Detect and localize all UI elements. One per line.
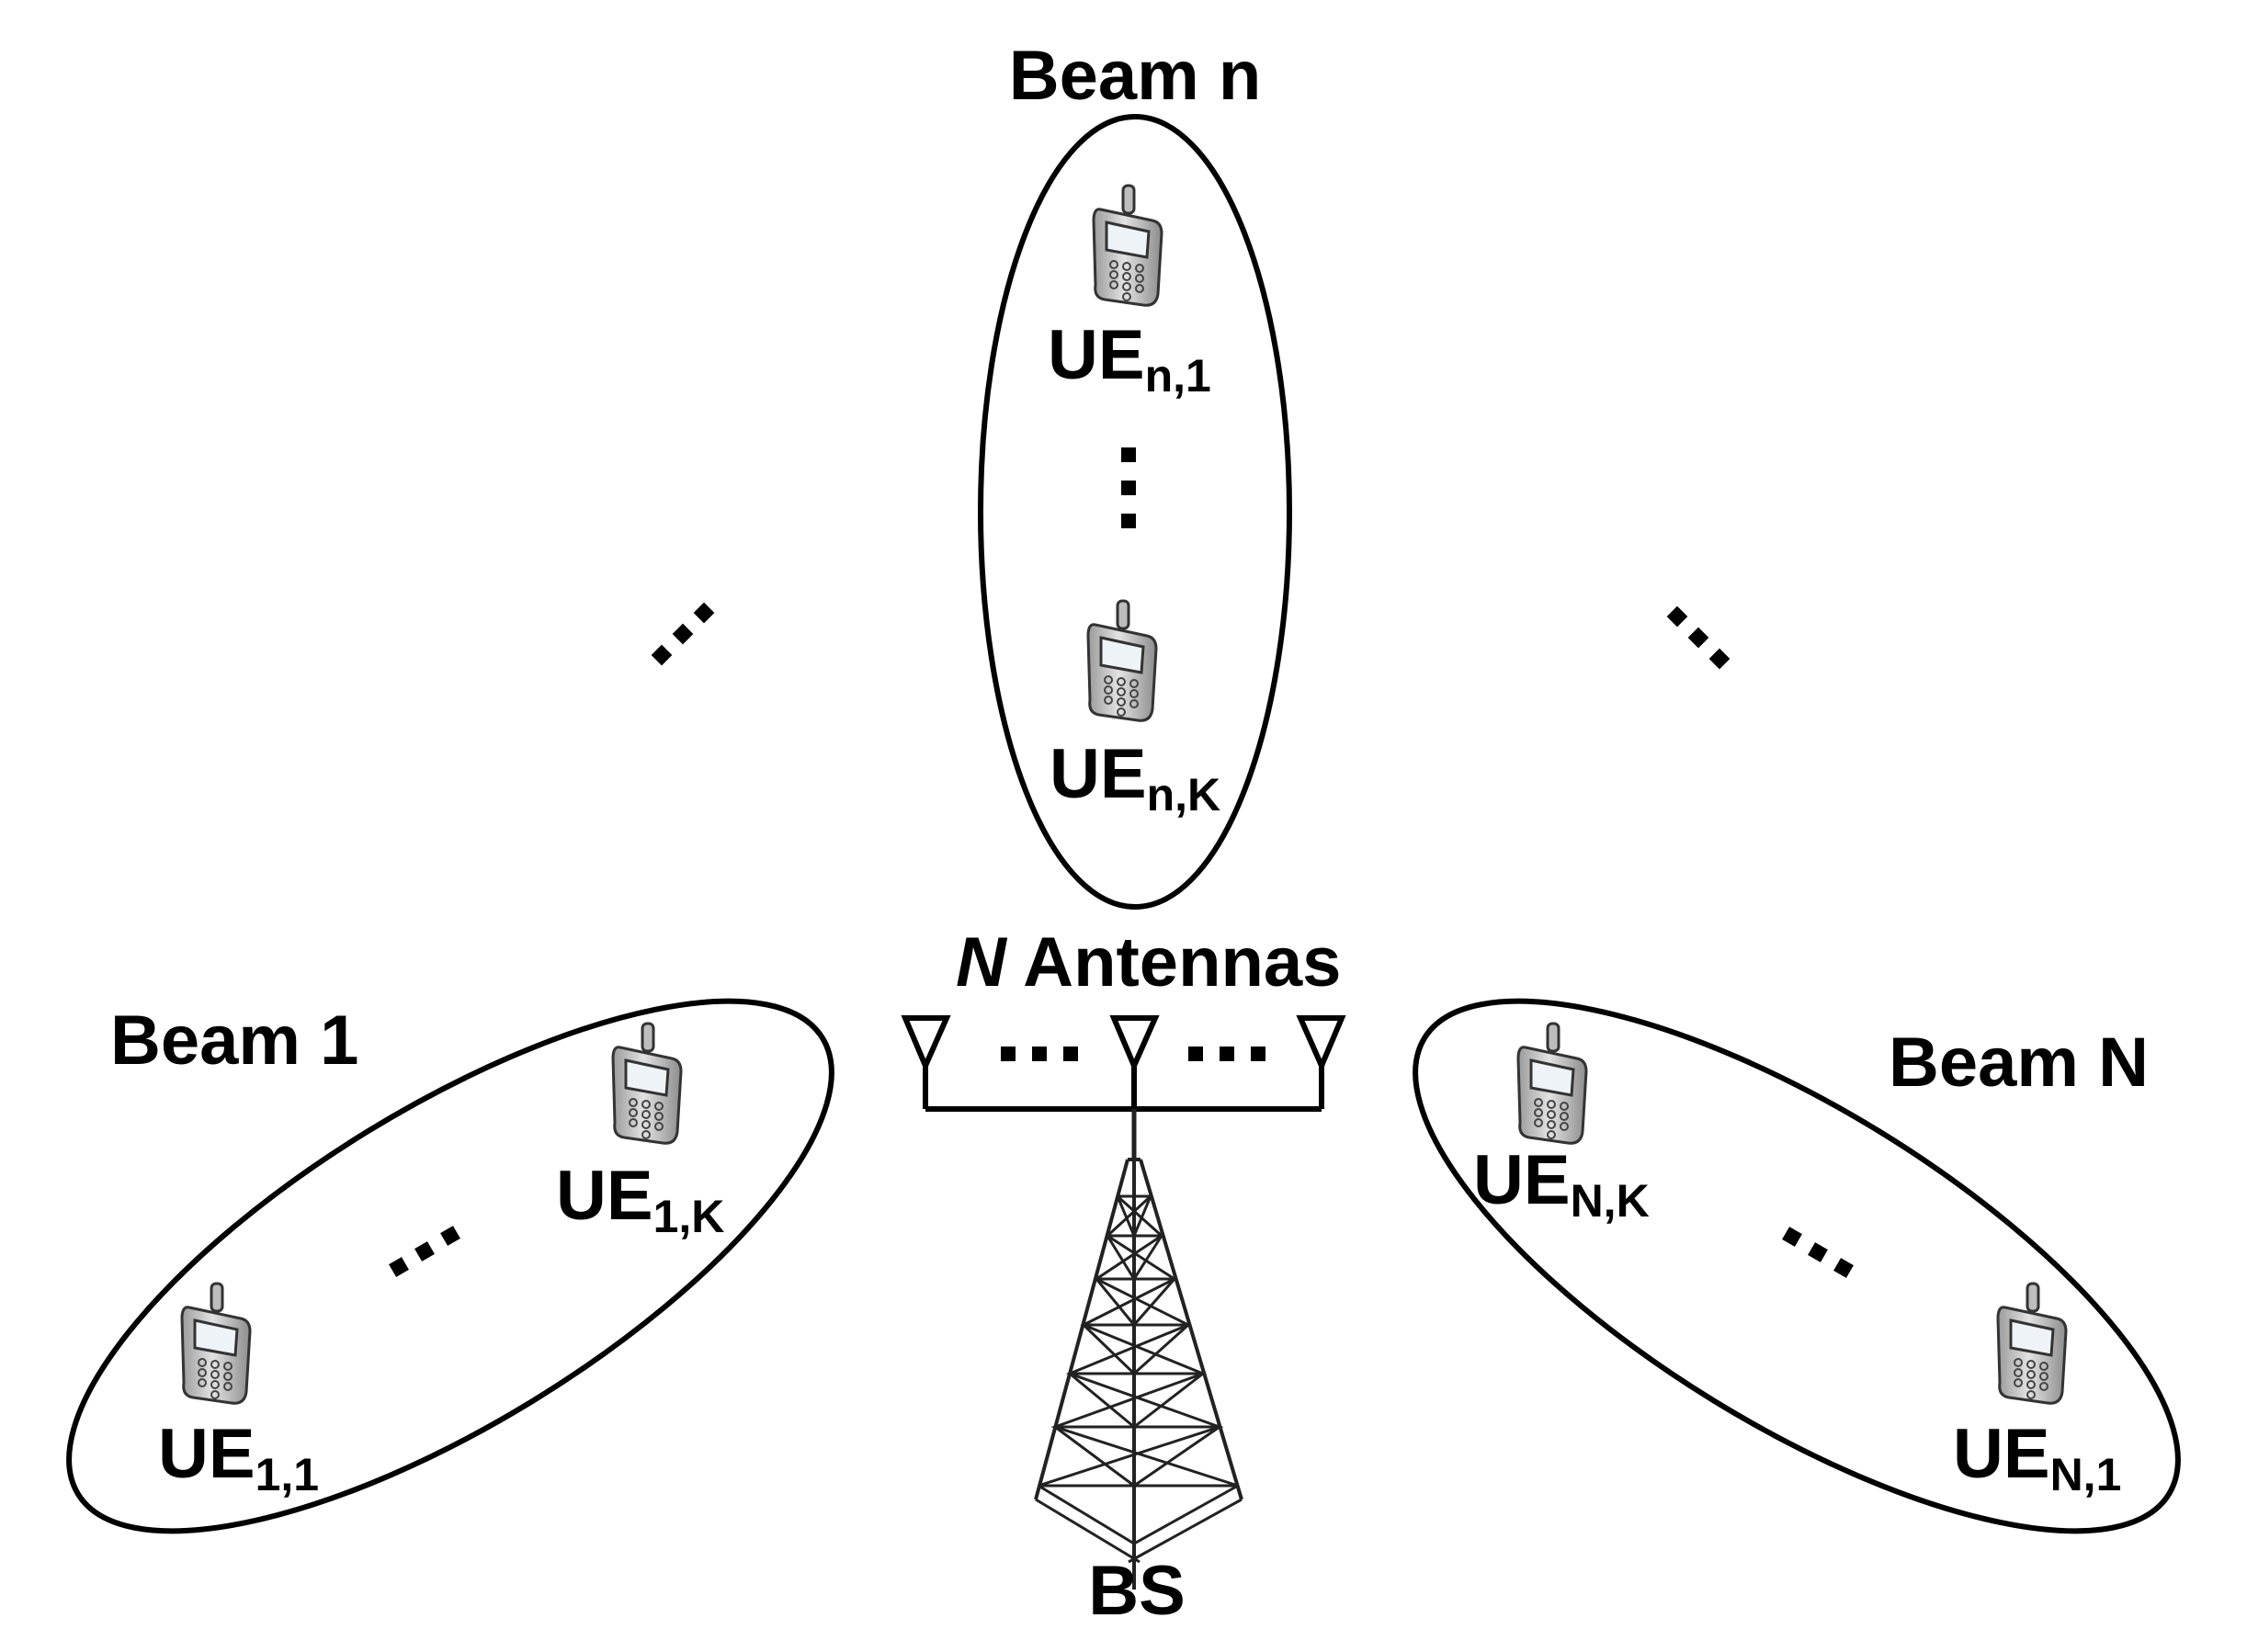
phone-icon	[180, 1282, 252, 1405]
phone-icon	[1092, 184, 1163, 307]
beam-N-title: Beam N	[1889, 1024, 2149, 1102]
horizontal-ellipsis-icon	[1188, 1047, 1265, 1061]
vertical-ellipsis-icon	[1121, 447, 1136, 528]
diagonal-ellipsis-icon	[1666, 605, 1731, 670]
beam-n-ellipse	[978, 114, 1292, 910]
beam-1-title: Beam 1	[110, 1001, 358, 1080]
phone-icon	[1516, 1022, 1588, 1145]
phone-icon	[611, 1022, 683, 1145]
ue-N-1-label: UEN,1	[1953, 1415, 2121, 1500]
phone-icon	[1086, 599, 1158, 722]
beam-N-ellipse	[1413, 998, 2181, 1534]
antennas-label: N Antennas	[956, 923, 1341, 1001]
phone-icon	[1996, 1282, 2068, 1405]
diagonal-ellipsis-icon	[389, 1226, 460, 1277]
ue-n-1-label: UEn,1	[1048, 316, 1211, 402]
ue-1-k-label: UE1,K	[556, 1157, 724, 1242]
diagonal-ellipsis-icon	[651, 602, 715, 666]
ue-n-k-label: UEn,K	[1050, 735, 1220, 820]
ue-1-1-label: UE1,1	[158, 1415, 319, 1500]
ue-N-k-label: UEN,K	[1473, 1141, 1650, 1227]
beam-n-title: Beam n	[1009, 37, 1262, 115]
beam-1-ellipse	[66, 998, 834, 1534]
bs-label: BS	[1088, 1552, 1186, 1630]
base-station-tower-icon	[1034, 1109, 1243, 1590]
antenna-array	[901, 1015, 1346, 1112]
diagonal-ellipsis-icon	[1782, 1227, 1854, 1278]
horizontal-ellipsis-icon	[1001, 1047, 1078, 1061]
